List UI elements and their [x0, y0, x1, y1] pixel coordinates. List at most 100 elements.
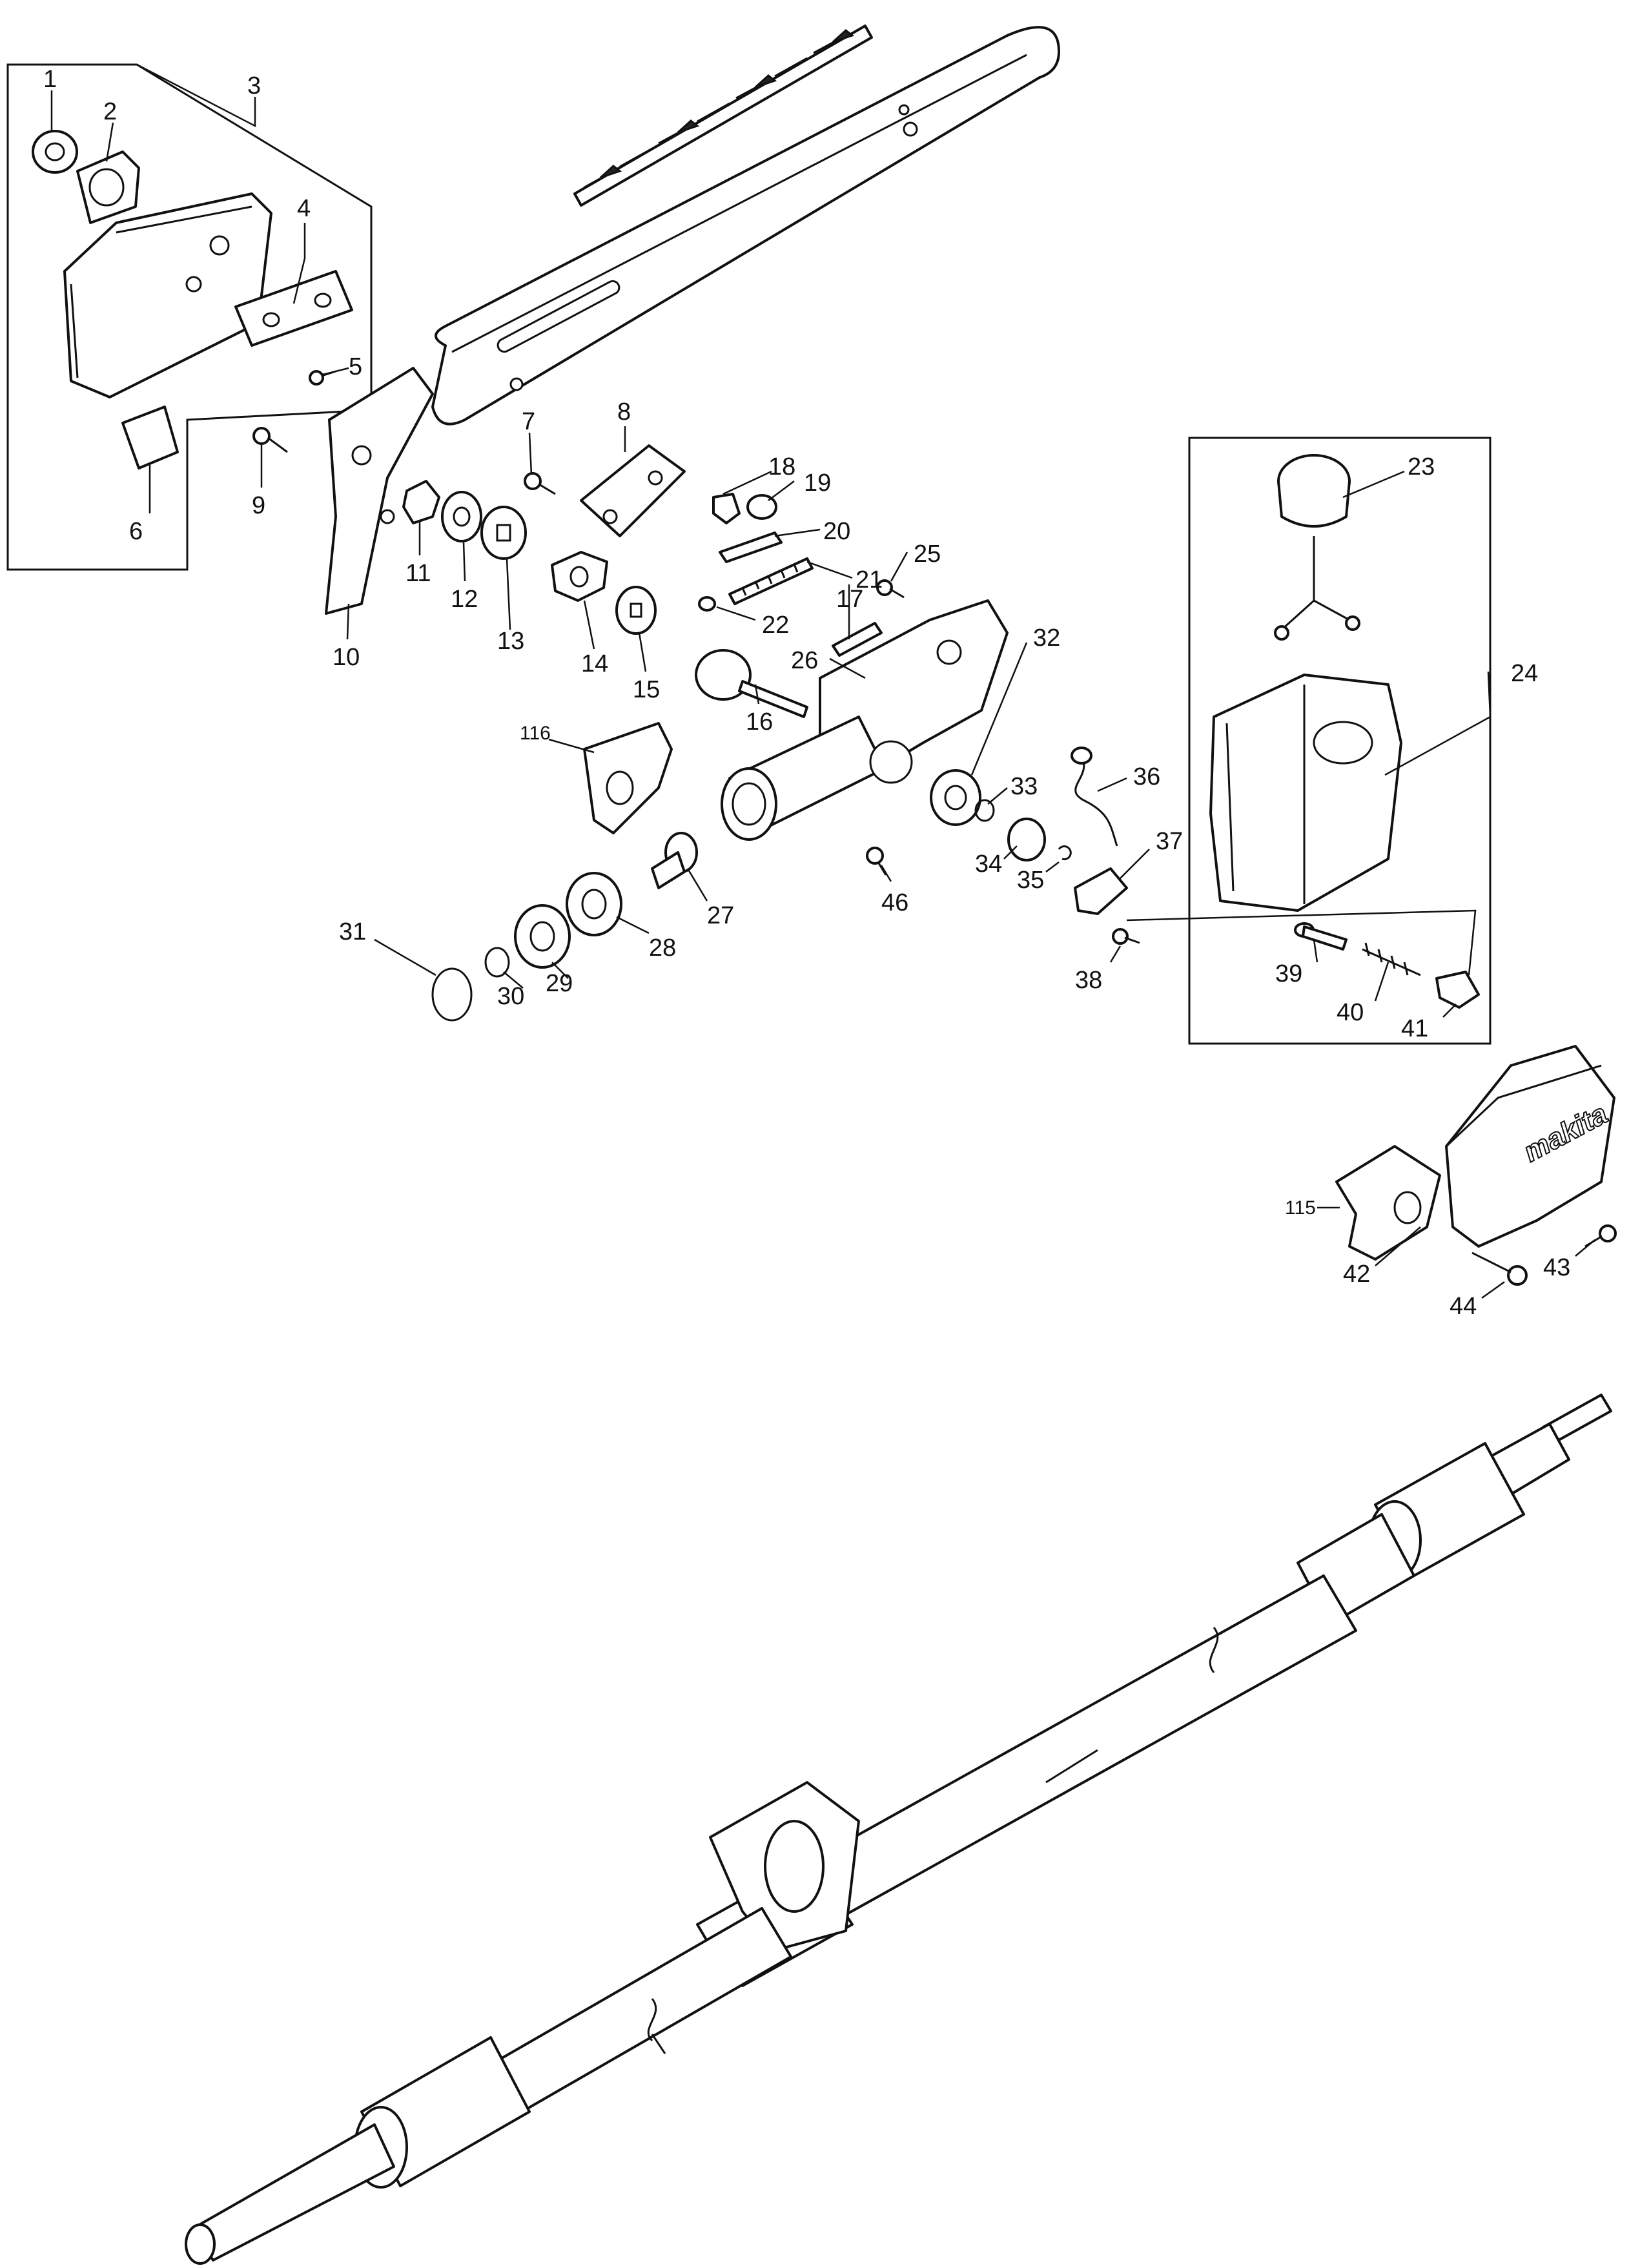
label-26: 26: [791, 647, 818, 674]
label-35: 35: [1017, 867, 1044, 894]
part-46-screw: [866, 847, 887, 876]
label-10: 10: [333, 644, 360, 671]
part-40-spring: [1362, 942, 1421, 976]
label-12: 12: [451, 586, 478, 613]
label-14: 14: [581, 650, 608, 677]
part-24-oil-tank: [1209, 674, 1402, 912]
saw-chain: [573, 25, 873, 207]
sprocket-cover-assembly-frame: [6, 63, 373, 571]
label-24: 24: [1511, 660, 1538, 687]
part-37-oil-pump: [1074, 867, 1128, 915]
oil-tank-assembly-frame: [1188, 437, 1491, 1045]
label-23: 23: [1408, 453, 1435, 480]
label-42: 42: [1343, 1261, 1370, 1288]
part-2-cover-plate: [76, 150, 140, 224]
part-6-tensioner: [121, 406, 179, 469]
part-12-washer: [441, 491, 482, 542]
label-7: 7: [522, 408, 535, 435]
part-23-oil-cap: [1274, 454, 1360, 641]
part-21-adjusting-screw: [728, 557, 814, 605]
label-8: 8: [617, 398, 631, 426]
label-27: 27: [707, 902, 734, 929]
part-7-bolt: [524, 472, 556, 495]
telescopic-shaft: [185, 1394, 1612, 2265]
part-22-nut: [698, 596, 716, 612]
label-30: 30: [497, 983, 524, 1010]
label-22: 22: [762, 612, 789, 639]
label-41: 41: [1401, 1015, 1428, 1042]
label-32: 32: [1033, 624, 1060, 652]
label-46: 46: [881, 889, 908, 916]
label-31: 31: [339, 918, 366, 945]
part-14-sprocket: [551, 551, 608, 602]
label-38: 38: [1075, 967, 1102, 994]
part-19-gear: [746, 494, 777, 520]
label-25: 25: [914, 541, 941, 568]
part-17-pin: [832, 622, 883, 657]
label-43: 43: [1543, 1254, 1570, 1281]
part-31-retaining-ring: [431, 967, 473, 1022]
part-20-slider: [719, 531, 783, 563]
part-32-bearing: [930, 769, 981, 826]
label-11: 11: [405, 560, 431, 587]
part-1-flange-nut: [32, 130, 78, 174]
part-30-retaining-ring: [484, 947, 510, 978]
label-39: 39: [1275, 960, 1302, 987]
label-29: 29: [546, 970, 573, 997]
part-44-bolt: [1471, 1252, 1528, 1286]
part-25-screw: [876, 579, 905, 599]
leader-lines: [50, 63, 1595, 1299]
part-29-bearing: [514, 904, 571, 969]
label-37: 37: [1156, 828, 1183, 855]
label-28: 28: [649, 934, 676, 962]
label-44: 44: [1450, 1293, 1477, 1320]
label-2: 2: [103, 98, 117, 125]
part-15-washer: [615, 586, 657, 635]
part-4-plate: [234, 270, 353, 347]
part-33-ring: [974, 799, 995, 822]
label-19: 19: [804, 469, 831, 497]
part-11-nut: [402, 480, 440, 524]
part-26-gear-housing: [721, 599, 1009, 841]
part-36-oil-pipe: [1071, 747, 1118, 847]
label-13: 13: [497, 628, 524, 655]
label-3: 3: [247, 72, 261, 99]
label-20: 20: [823, 518, 850, 545]
label-36: 36: [1133, 763, 1160, 790]
part-5-screw: [309, 370, 336, 386]
part-27-bushing: [651, 832, 698, 889]
part-18-knob: [712, 493, 741, 524]
part-35-clip: [1058, 845, 1072, 861]
part-13-washer: [480, 506, 527, 560]
label-5: 5: [349, 353, 362, 380]
part-116-clamp: [583, 722, 673, 834]
part-38-screw: [1112, 928, 1140, 945]
label-9: 9: [252, 492, 265, 519]
label-21: 21: [856, 566, 883, 593]
label-115: 115: [1285, 1197, 1316, 1219]
label-1: 1: [43, 66, 57, 93]
label-34: 34: [975, 850, 1002, 878]
part-34-worm-gear: [1007, 818, 1046, 861]
label-40: 40: [1337, 999, 1364, 1026]
part-labels: 1 2 3 4 5 6 7 8 9 10 11 12 13 14 15 16 1…: [43, 66, 1570, 1320]
part-10-chain-catcher: [325, 367, 434, 615]
part-3-sprocket-cover: [63, 192, 272, 398]
label-15: 15: [633, 676, 660, 703]
label-16: 16: [746, 708, 773, 736]
part-8-bar-plate: [580, 444, 686, 537]
part-42-motor-cover: makita: [1445, 1045, 1615, 1248]
label-18: 18: [768, 453, 795, 480]
label-17: 17: [836, 586, 863, 613]
part-115-clamp: [1335, 1145, 1441, 1261]
part-41-oil-filter: [1435, 971, 1480, 1009]
label-6: 6: [129, 518, 143, 545]
guide-bar: [431, 26, 1060, 426]
part-9-bolt: [252, 427, 288, 453]
label-4: 4: [297, 195, 311, 222]
label-33: 33: [1010, 773, 1038, 800]
part-39-pin: [1294, 922, 1348, 951]
part-28-bearing: [566, 872, 622, 936]
label-116: 116: [520, 723, 551, 744]
